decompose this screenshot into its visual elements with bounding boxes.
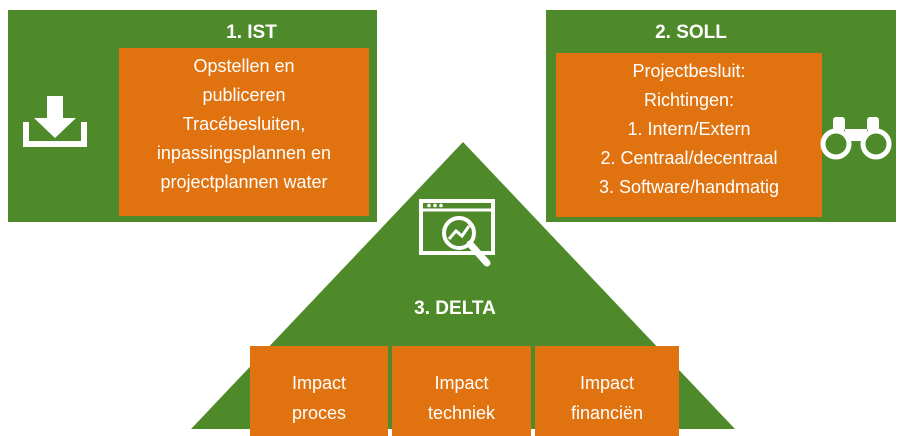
impact-proces-box: Impact proces (250, 346, 388, 436)
soll-title: 2. SOLL (655, 22, 727, 43)
soll-line: 3. Software/handmatig (598, 177, 780, 197)
binoculars-icon (820, 117, 892, 160)
impact-techniek-box: Impact techniek (392, 346, 531, 436)
impact-label: techniek (427, 403, 496, 423)
ist-description: Opstellen en publiceren Tracébesluiten, … (119, 48, 369, 216)
soll-description: Projectbesluit: Richtingen: 1. Intern/Ex… (556, 53, 822, 217)
soll-line: 1. Intern/Extern (627, 119, 751, 139)
impact-label: Impact (434, 373, 489, 393)
impact-label: financiën (570, 403, 644, 423)
soll-line: Projectbesluit: (632, 61, 746, 81)
impact-financien-box: Impact financiën (535, 346, 679, 436)
analytics-icon (419, 199, 495, 267)
soll-line: 2. Centraal/decentraal (600, 148, 778, 168)
soll-line: Richtingen: (643, 90, 735, 110)
ist-title: 1. IST (226, 22, 277, 43)
ist-line: Tracébesluiten, (182, 114, 306, 134)
soll-panel: 2. SOLL Projectbesluit: Richtingen: 1. I… (546, 10, 896, 222)
ist-line: inpassingsplannen en (156, 143, 332, 163)
impact-label: Impact (579, 373, 635, 393)
impact-label: Impact (291, 373, 347, 393)
ist-line: Opstellen en (193, 56, 295, 76)
ist-line: projectplannen water (160, 172, 328, 192)
ist-line: publiceren (202, 85, 286, 105)
delta-title: 3. DELTA (414, 298, 496, 319)
download-icon (23, 96, 87, 147)
ist-panel: 1. IST Opstellen en publiceren Tracébesl… (8, 10, 377, 222)
impact-label: proces (291, 403, 347, 423)
